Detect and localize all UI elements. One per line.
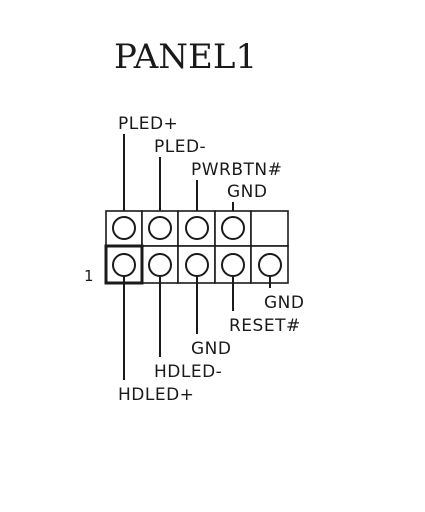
diagram-title: PANEL1	[114, 37, 257, 77]
label-pwrbtn: PWRBTN#	[191, 160, 282, 180]
pin-gnd-bottom	[185, 253, 209, 277]
pin-pwrbtn	[185, 216, 209, 240]
label-hdled-plus: HDLED+	[118, 385, 194, 405]
label-hdled-minus: HDLED-	[154, 362, 222, 382]
label-pled-minus: PLED-	[154, 137, 206, 157]
pin-reset	[221, 253, 245, 277]
pin-hdled-minus	[148, 253, 172, 277]
pin-pled-minus	[148, 216, 172, 240]
header-cell-empty	[250, 210, 289, 247]
pin-hdled-plus	[112, 253, 136, 277]
label-pled-plus: PLED+	[118, 114, 178, 134]
pin-gnd-top	[221, 216, 245, 240]
label-gnd-right: GND	[264, 293, 304, 313]
pin1-marker: 1	[84, 267, 94, 285]
label-gnd-top: GND	[227, 182, 267, 202]
label-gnd-bottom: GND	[191, 339, 231, 359]
pin-gnd-right	[258, 253, 282, 277]
label-reset: RESET#	[229, 316, 301, 336]
pin-pled-plus	[112, 216, 136, 240]
